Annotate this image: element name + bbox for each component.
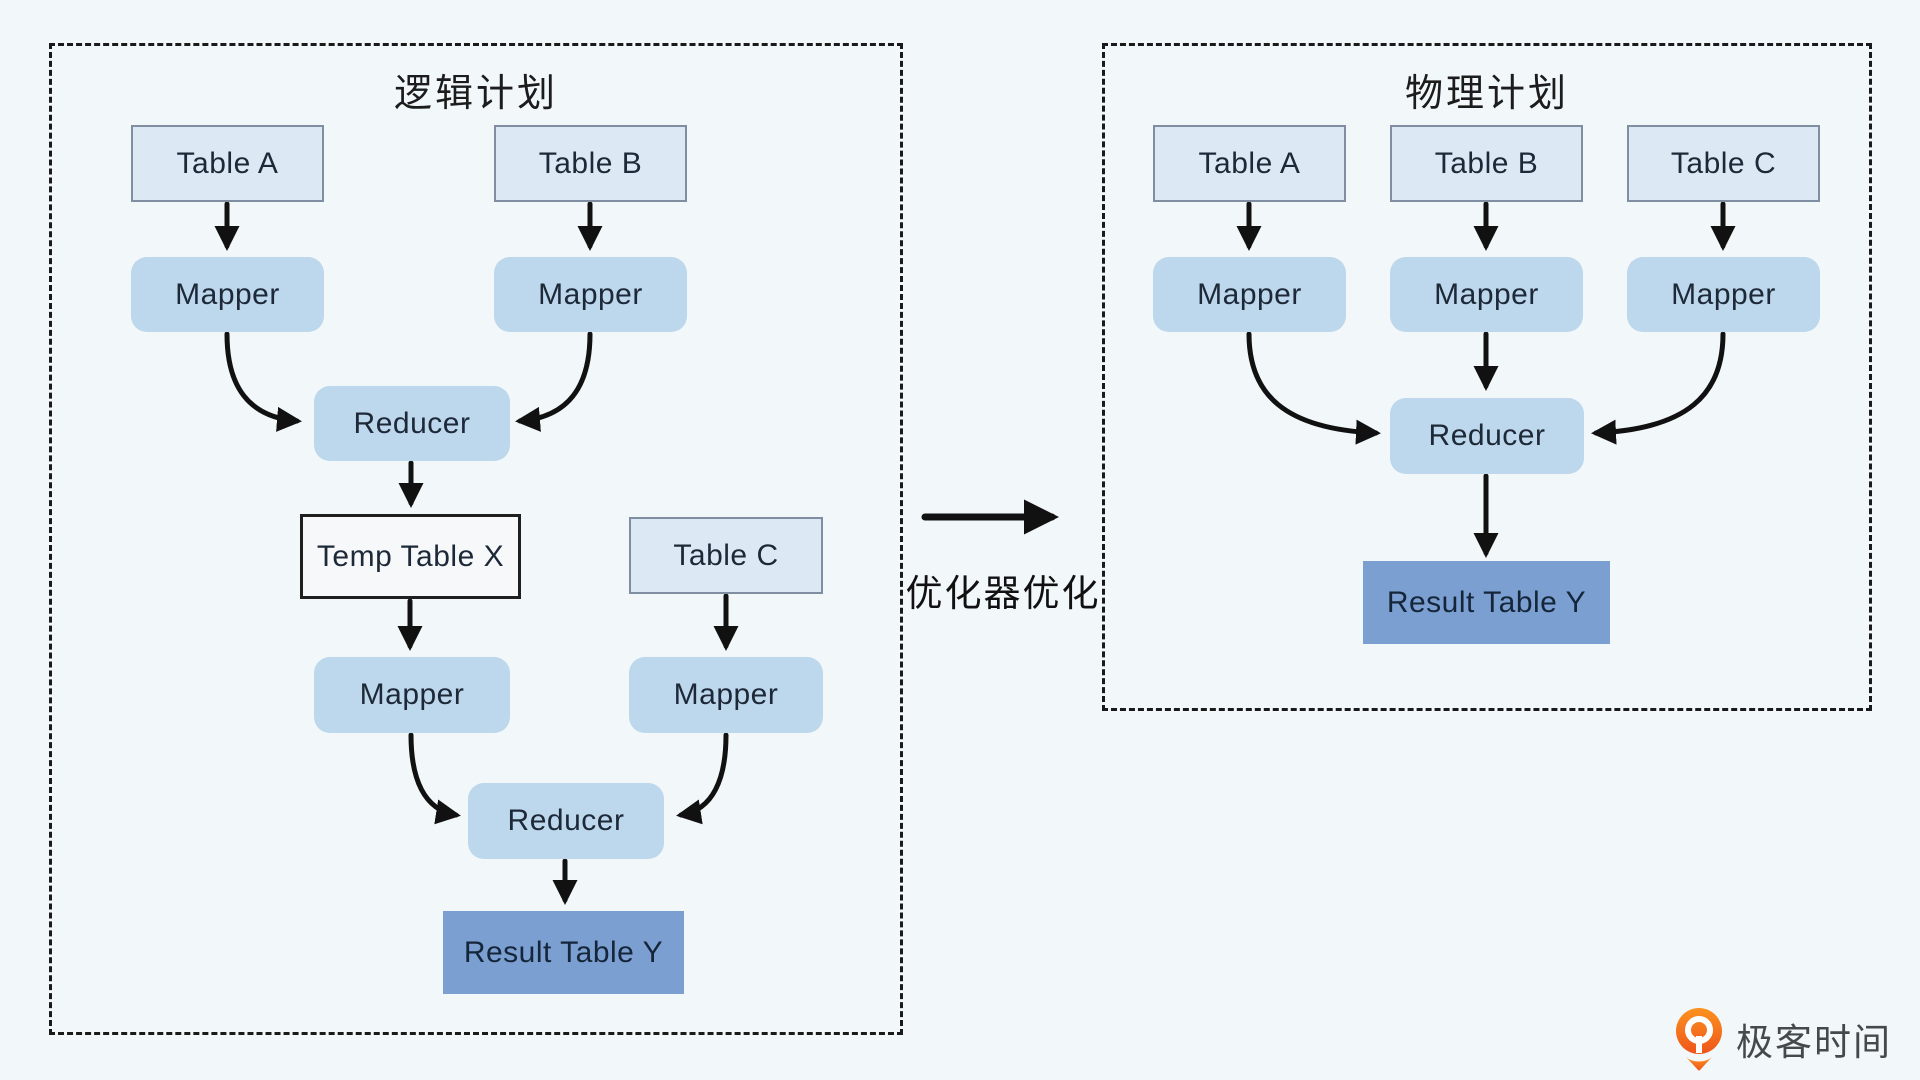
node-right-result-table-y: Result Table Y [1363, 561, 1610, 644]
logical-plan-panel [49, 43, 903, 1035]
node-label: Mapper [538, 277, 643, 311]
node-label: Mapper [359, 678, 465, 711]
node-right-table-a: Table A [1153, 125, 1346, 202]
node-left-mapper-b: Mapper [494, 257, 687, 332]
node-left-table-a: Table A [131, 125, 324, 202]
node-label: Table B [1434, 146, 1539, 180]
node-left-mapper-c: Mapper [314, 657, 510, 733]
node-label: Table A [176, 146, 279, 180]
node-label: Reducer [353, 406, 471, 440]
node-right-mapper-b: Mapper [1390, 257, 1583, 332]
node-label: Reducer [1428, 419, 1546, 452]
node-right-mapper-a: Mapper [1153, 257, 1346, 332]
geektime-logo: 极客时间 [1672, 1006, 1892, 1072]
node-left-result-table-y: Result Table Y [443, 911, 684, 994]
optimizer-transform-label: 优化器优化 [905, 573, 1101, 614]
node-label: Result Table Y [463, 935, 664, 969]
logical-plan-title: 逻辑计划 [393, 73, 558, 115]
node-label: Reducer [507, 804, 625, 837]
physical-plan-panel [1102, 43, 1872, 711]
node-left-mapper-d: Mapper [629, 657, 823, 733]
node-left-table-c: Table C [629, 517, 823, 594]
physical-plan-title: 物理计划 [1404, 73, 1569, 115]
node-label: Table A [1198, 146, 1301, 180]
node-label: Mapper [175, 277, 280, 311]
node-label: Mapper [1434, 277, 1539, 311]
node-left-table-b: Table B [494, 125, 687, 202]
node-left-reducer-1: Reducer [314, 386, 510, 461]
geektime-logo-text: 极客时间 [1736, 1022, 1892, 1063]
node-right-reducer: Reducer [1390, 398, 1584, 474]
node-left-temp-table-x: Temp Table X [300, 514, 521, 599]
node-label: Table C [1670, 146, 1777, 180]
node-label: Mapper [673, 678, 779, 711]
node-left-mapper-a: Mapper [131, 257, 324, 332]
node-right-mapper-c: Mapper [1627, 257, 1820, 332]
node-label: Table B [538, 146, 643, 180]
geektime-logo-icon [1676, 1008, 1722, 1071]
node-label: Table C [673, 538, 779, 572]
node-label: Mapper [1671, 277, 1776, 311]
node-label: Mapper [1197, 277, 1302, 311]
node-label: Result Table Y [1386, 585, 1587, 619]
node-label: Temp Table X [316, 539, 505, 573]
node-right-table-c: Table C [1627, 125, 1820, 202]
node-right-table-b: Table B [1390, 125, 1583, 202]
node-left-reducer-2: Reducer [468, 783, 664, 859]
